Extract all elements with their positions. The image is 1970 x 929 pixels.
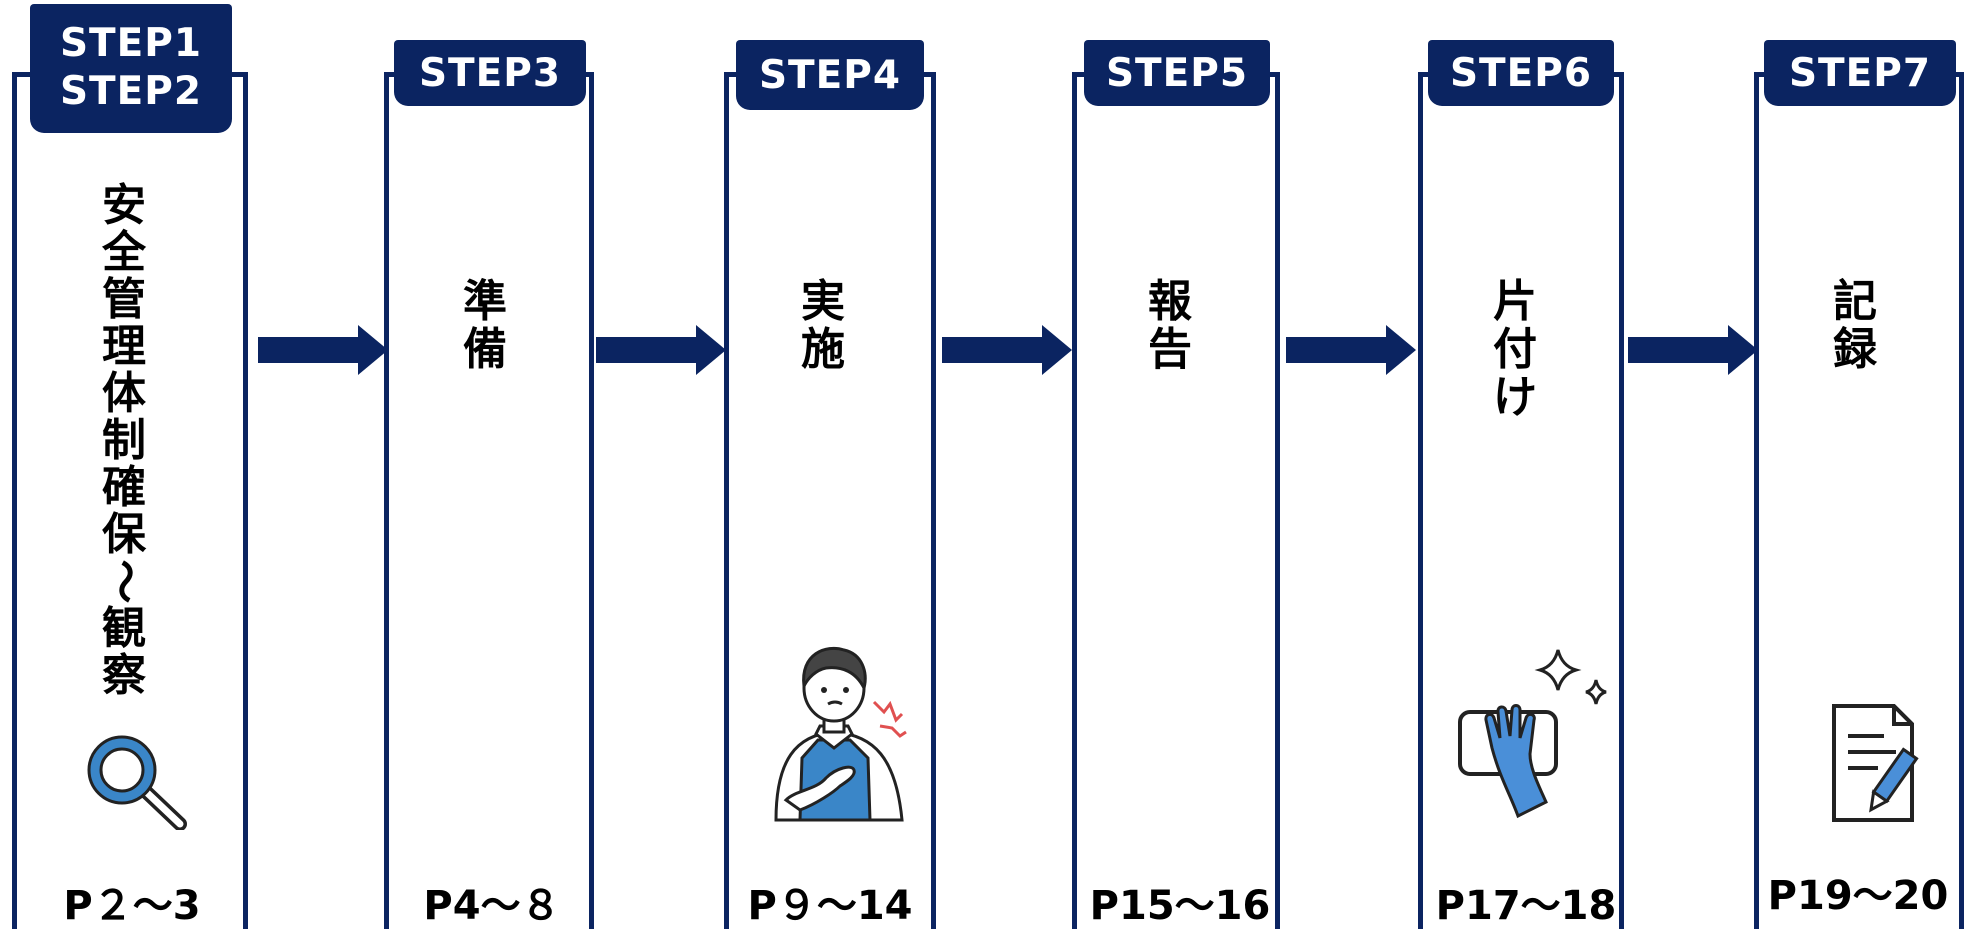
step-tab-6: STEP6: [1428, 40, 1614, 106]
step-title-5: 片 付 け: [1493, 278, 1537, 422]
title-char: 体: [102, 368, 146, 419]
step-column-2: [384, 72, 594, 929]
step-tab-1-2: STEP1 STEP2: [30, 4, 232, 133]
step-tab-label-step5: STEP5: [1105, 51, 1249, 96]
page-range-6: P19〜20: [1767, 873, 1949, 919]
document-pen-icon: [1832, 704, 1919, 822]
step-tab-label-step3: STEP3: [418, 51, 562, 96]
title-char: 報: [1148, 276, 1192, 327]
page-range-2: P4〜８: [423, 883, 561, 929]
step-tab-label-step2: STEP2: [59, 69, 203, 114]
step-tab-label-step1: STEP1: [59, 21, 203, 66]
page-range-4: P15〜16: [1089, 883, 1271, 929]
title-char: 片: [1493, 276, 1537, 327]
step-tab-3: STEP3: [394, 40, 586, 106]
title-char: 管: [102, 274, 146, 325]
title-char: 確: [102, 462, 146, 513]
title-char: 実: [801, 276, 845, 327]
title-char: 全: [102, 227, 146, 278]
step-tab-5: STEP5: [1084, 40, 1270, 106]
page-range-5: P17〜18: [1435, 883, 1617, 929]
flow-arrow-3: [942, 325, 1072, 375]
title-char: 〜: [98, 559, 150, 604]
page-range-1: P２〜3: [63, 883, 201, 929]
title-char: 準: [463, 276, 507, 327]
step-title-2: 準 備: [463, 278, 507, 374]
page-range-3: P９〜14: [747, 883, 913, 929]
title-char: 安: [102, 180, 146, 231]
step-title-3: 実 施: [801, 278, 845, 374]
step-tab-label-step7: STEP7: [1788, 51, 1932, 96]
step-tab-label-step6: STEP6: [1449, 51, 1593, 96]
title-char: 付: [1493, 324, 1537, 375]
flow-arrow-4: [1286, 325, 1416, 375]
title-char: 備: [463, 324, 507, 375]
title-char: 保: [102, 509, 146, 560]
step-tab-7: STEP7: [1764, 40, 1956, 106]
title-char: 観: [102, 603, 146, 654]
title-char: 制: [102, 415, 146, 466]
gloved-hand-wiping-icon: [1458, 649, 1607, 819]
step-column-4: [1072, 72, 1280, 929]
magnifier-icon: [87, 735, 187, 830]
step-title-1: 安 全 管 理 体 制 確 保 〜 観 察: [98, 180, 150, 701]
title-char: け: [1493, 372, 1537, 423]
step-column-6: [1754, 72, 1964, 929]
title-char: 施: [801, 324, 845, 375]
worker-chest-pain-illustration: [774, 646, 907, 822]
title-char: 録: [1833, 324, 1877, 375]
step-title-6: 記 録: [1833, 278, 1877, 374]
flow-arrow-2: [596, 325, 726, 375]
step-title-4: 報 告: [1148, 278, 1192, 374]
step-tab-4: STEP4: [736, 40, 924, 110]
flow-arrow-5: [1628, 325, 1758, 375]
title-char: 察: [102, 650, 146, 701]
step-tab-label-step4: STEP4: [758, 53, 902, 98]
title-char: 告: [1148, 324, 1192, 375]
title-char: 記: [1833, 276, 1877, 327]
flow-arrow-1: [258, 325, 388, 375]
title-char: 理: [102, 321, 146, 372]
